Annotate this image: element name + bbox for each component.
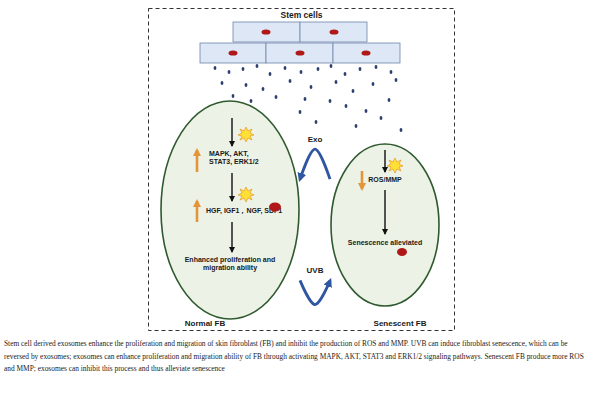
cluster-heading: Stem cells: [150, 10, 453, 20]
edge-label: UVB: [295, 266, 335, 275]
edge-label: Exo: [295, 135, 335, 144]
figure-caption: Stem cell derived exosomes enhance the p…: [4, 338, 593, 376]
outcome-text: Senescence alleviated: [336, 239, 434, 247]
cell-label: Normal FB: [160, 319, 250, 329]
dashed-frame: [149, 9, 455, 331]
cell-nuclei: [229, 29, 371, 55]
factor-text: HGF, IGF1，NGF, SDF1: [206, 207, 298, 215]
stem-cell-cluster: Stem cells: [150, 9, 453, 69]
curved-arrow: [300, 149, 330, 179]
change-arrows: [197, 150, 362, 222]
marker-text: ROS/MMP: [360, 176, 410, 184]
outcome-text: Enhanced proliferation and migration abi…: [180, 256, 280, 273]
fibroblast-ellipse: MAPK, AKT, STAT3, ERK1/2HGF, IGF1，NGF, S…: [160, 100, 300, 320]
pathway-arrows: [232, 118, 385, 252]
stem-cells: [200, 22, 400, 63]
ellipse-outline: [330, 143, 440, 307]
curved-arrow: [300, 280, 330, 304]
fibroblast-ellipse: ROS/MMPSenescence alleviatedSenescent FB: [330, 143, 440, 307]
fibroblast-nuclei: [269, 203, 407, 257]
pathway-text: MAPK, AKT, STAT3, ERK1/2: [209, 150, 271, 167]
exosome-bursts: [238, 127, 403, 202]
cell-label: Senescent FB: [340, 319, 460, 329]
